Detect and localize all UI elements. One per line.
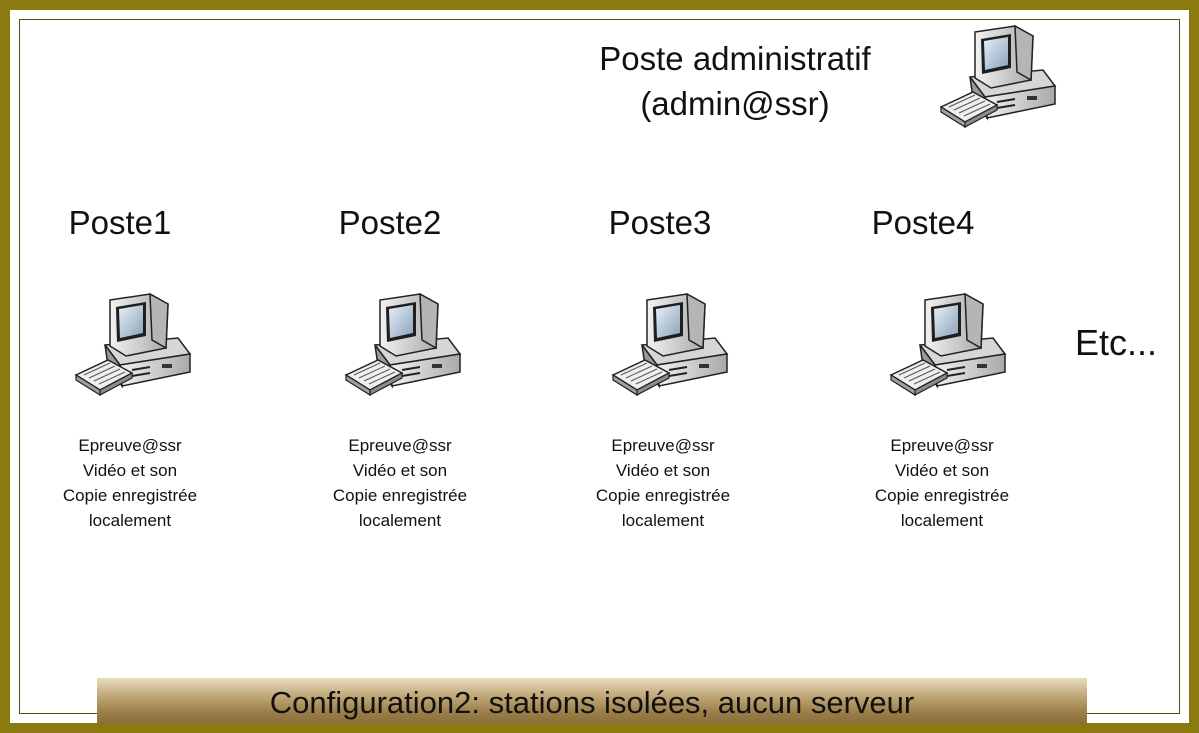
station-title-3: Poste3 <box>608 204 712 241</box>
computer-icon <box>340 290 465 400</box>
desc-line: Vidéo et son <box>82 461 178 480</box>
desc-line: localement <box>358 511 442 530</box>
computer-icon <box>607 290 732 400</box>
station-desc-3: Epreuve@ssr Vidéo et son Copie enregistr… <box>553 433 773 533</box>
etc-label: Etc... <box>1075 322 1158 363</box>
desc-line: Copie enregistrée <box>62 486 198 505</box>
desc-line: Vidéo et son <box>352 461 448 480</box>
station-title-1: Poste1 <box>68 204 172 241</box>
desc-line: localement <box>900 511 984 530</box>
station-desc-2: Epreuve@ssr Vidéo et son Copie enregistr… <box>290 433 510 533</box>
desc-line: Epreuve@ssr <box>78 436 182 455</box>
station-desc-4: Epreuve@ssr Vidéo et son Copie enregistr… <box>832 433 1052 533</box>
desc-line: Copie enregistrée <box>332 486 468 505</box>
admin-label: Poste administratif (admin@ssr) <box>560 36 910 126</box>
desc-line: localement <box>621 511 705 530</box>
configuration-banner: Configuration2: stations isolées, aucun … <box>97 678 1087 724</box>
desc-line: Copie enregistrée <box>874 486 1010 505</box>
station-desc-1: Epreuve@ssr Vidéo et son Copie enregistr… <box>20 433 240 533</box>
desc-line: Epreuve@ssr <box>348 436 452 455</box>
computer-icon <box>885 290 1010 400</box>
computer-icon <box>935 22 1060 132</box>
station-title-2: Poste2 <box>338 204 442 241</box>
admin-label-line1: Poste administratif <box>599 40 871 77</box>
desc-line: Epreuve@ssr <box>890 436 994 455</box>
station-title-4: Poste4 <box>871 204 975 241</box>
computer-icon <box>70 290 195 400</box>
admin-label-line2: (admin@ssr) <box>640 85 830 122</box>
desc-line: Vidéo et son <box>894 461 990 480</box>
desc-line: Vidéo et son <box>615 461 711 480</box>
desc-line: localement <box>88 511 172 530</box>
desc-line: Copie enregistrée <box>595 486 731 505</box>
desc-line: Epreuve@ssr <box>611 436 715 455</box>
